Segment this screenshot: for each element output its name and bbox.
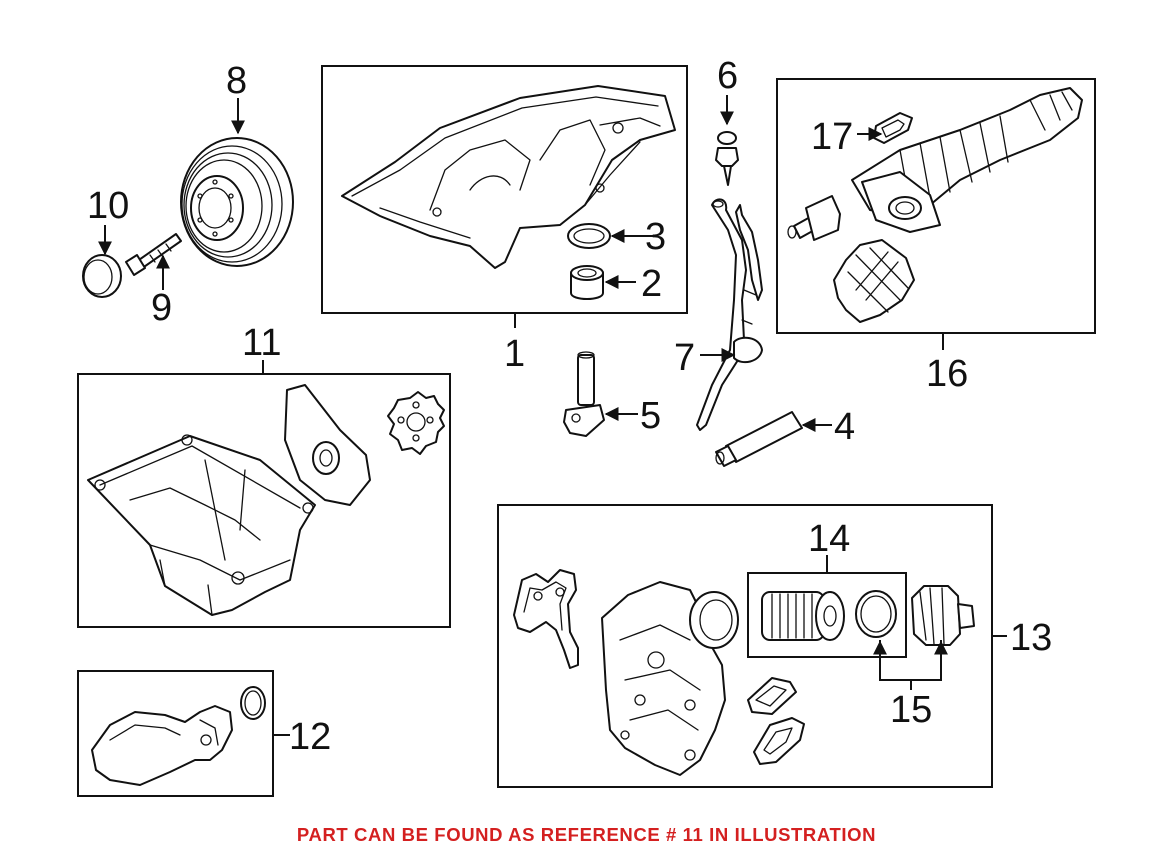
intake-box <box>776 78 1096 334</box>
callout-5: 5 <box>640 395 661 437</box>
filter-housing-box <box>497 504 993 788</box>
grommet-part <box>715 131 739 186</box>
breather-hose-part <box>715 411 803 467</box>
callout-15: 15 <box>890 689 932 731</box>
gasket-part-17 <box>873 112 913 144</box>
callout-2: 2 <box>641 263 662 305</box>
valve-part <box>787 195 841 241</box>
callout-12: 12 <box>289 716 331 758</box>
oil-pump-group: 11 <box>77 322 451 628</box>
callout-10: 10 <box>87 185 129 227</box>
callout-4: 4 <box>834 406 855 448</box>
pickup-oring-part <box>240 686 266 720</box>
callout-13: 13 <box>1010 617 1052 659</box>
sprocket-part <box>387 391 445 455</box>
pulley-bolt-part <box>125 233 182 276</box>
pickup-box <box>77 670 274 797</box>
plug-part <box>570 265 604 300</box>
pickup-tube-part <box>91 705 233 786</box>
filter-housing-group: 14 15 13 <box>497 504 1052 788</box>
callout-7: 7 <box>674 337 695 379</box>
reference-note: PART CAN BE FOUND AS REFERENCE # 11 IN I… <box>296 824 877 845</box>
pickup-group: 12 <box>77 670 331 797</box>
callout-16: 16 <box>926 353 968 395</box>
seal-ring-part <box>567 223 611 249</box>
callout-1: 1 <box>504 333 525 375</box>
dipstick-group: 6 7 5 4 <box>563 55 855 467</box>
small-gasket-lower-part <box>753 717 805 765</box>
crank-pulley-part <box>180 137 294 267</box>
callout-9: 9 <box>151 287 172 329</box>
filter-oring-part <box>855 590 897 638</box>
filter-housing-part <box>601 581 739 776</box>
callout-14: 14 <box>808 518 850 560</box>
housing-gasket-part <box>513 569 579 669</box>
dipstick-tube-part <box>696 198 763 431</box>
intake-group: 17 16 <box>776 78 1096 395</box>
oil-pan-illustration <box>341 85 676 269</box>
callout-8: 8 <box>226 60 247 102</box>
pulley-cap-part <box>82 254 122 298</box>
filter-cap-part <box>911 585 975 646</box>
oil-pan-group: 3 2 1 <box>321 65 688 375</box>
oil-pan-box <box>321 65 688 314</box>
lower-housing-part <box>87 434 316 616</box>
callout-11: 11 <box>242 322 281 364</box>
timing-cover-part <box>284 384 371 506</box>
callout-6: 6 <box>717 55 738 97</box>
pulley-group: 8 9 10 <box>82 60 294 329</box>
callout-3: 3 <box>645 216 666 258</box>
callout-17: 17 <box>811 116 853 158</box>
intake-pipe-part <box>851 87 1083 233</box>
small-gasket-upper-part <box>747 677 797 715</box>
air-duct-part <box>833 239 915 323</box>
sensor-part-5 <box>563 351 605 437</box>
filter-element-part <box>761 591 845 641</box>
